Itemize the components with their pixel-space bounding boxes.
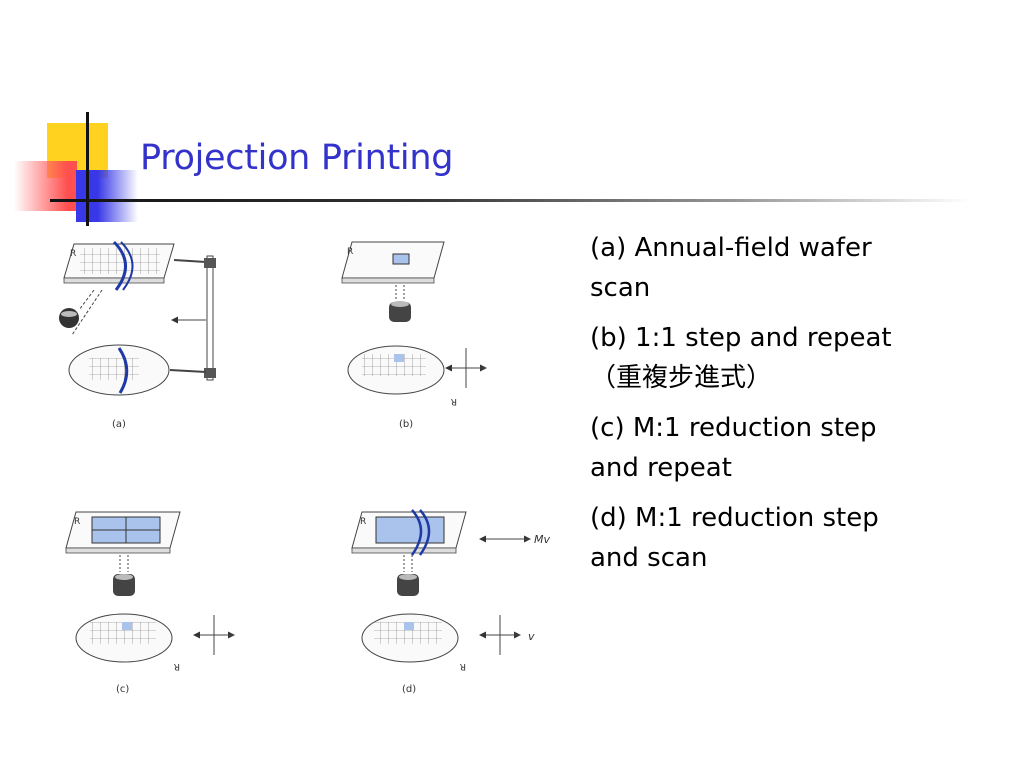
bullet-c-line2: and repeat bbox=[590, 453, 732, 483]
panel-d-wafer-label: R bbox=[460, 661, 466, 671]
bullet-d-line1: (d) M:1 reduction step bbox=[590, 503, 879, 533]
bullet-a-line2: scan bbox=[590, 273, 651, 303]
panel-b-caption: (b) bbox=[399, 419, 413, 430]
panel-a-caption: (a) bbox=[112, 419, 126, 430]
panel-c-caption: (c) bbox=[116, 684, 129, 695]
panel-b: R R (b) bbox=[341, 241, 486, 430]
panel-b-wafer-label: R bbox=[451, 396, 457, 406]
panel-b-reticle-label: R bbox=[347, 247, 353, 257]
panel-a-reticle-label: R bbox=[70, 249, 76, 259]
decor-red-square bbox=[14, 161, 77, 211]
bullet-a-line1: (a) Annual-field wafer bbox=[590, 233, 872, 263]
bullet-list: (a) Annual-field wafer scan (b) 1:1 step… bbox=[590, 228, 990, 588]
bullet-item-b: (b) 1:1 step and repeat （重複步進式） bbox=[590, 318, 990, 398]
panel-c: R R (c) bbox=[65, 511, 234, 695]
panel-c-wafer-label: R bbox=[174, 661, 180, 671]
panel-d-reticle-label: R bbox=[360, 517, 366, 527]
bullet-b-line2: （重複步進式） bbox=[590, 363, 773, 393]
bullet-b-line1: (b) 1:1 step and repeat bbox=[590, 323, 892, 353]
bullet-c-line1: (c) M:1 reduction step bbox=[590, 413, 877, 443]
panel-d-reticle-motion: Mv bbox=[534, 533, 550, 546]
bullet-item-a: (a) Annual-field wafer scan bbox=[590, 228, 990, 308]
decor-vertical-line bbox=[86, 112, 89, 226]
panel-d-caption: (d) bbox=[402, 684, 416, 695]
panel-c-reticle-label: R bbox=[74, 517, 80, 527]
projection-printing-figure: R (a) R R (b) bbox=[59, 240, 550, 695]
bullet-d-line2: and scan bbox=[590, 543, 708, 573]
panel-a: R (a) bbox=[59, 240, 216, 430]
panel-d-wafer-motion: v bbox=[528, 630, 535, 643]
panel-d: R Mv v R (d) bbox=[351, 509, 550, 695]
slide-title: Projection Printing bbox=[140, 138, 454, 178]
title-underline bbox=[50, 199, 970, 202]
bullet-item-c: (c) M:1 reduction step and repeat bbox=[590, 408, 990, 488]
bullet-item-d: (d) M:1 reduction step and scan bbox=[590, 498, 990, 578]
